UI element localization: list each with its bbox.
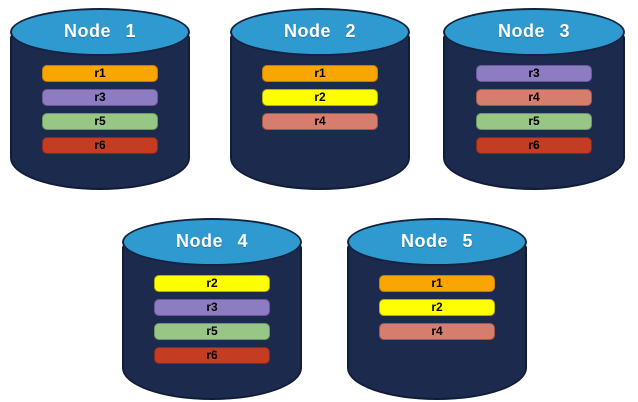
replica-bar: r6	[154, 347, 270, 364]
replica-bar: r5	[154, 323, 270, 340]
cylinder-top: Node 1	[10, 8, 190, 56]
replica-bar: r4	[475, 89, 593, 106]
node-cylinder: Node 1 r1 r3 r5 r6	[10, 8, 190, 192]
replica-list: r1 r2 r4	[379, 275, 495, 340]
cylinder-top: Node 4	[122, 218, 302, 266]
replica-bar: r1	[262, 65, 378, 82]
replica-bar: r3	[154, 299, 270, 316]
node-title: Node 2	[283, 20, 356, 41]
replica-bar: r2	[379, 299, 495, 316]
replica-list: r2 r3 r5 r6	[154, 275, 270, 364]
node-title: Node 3	[497, 20, 570, 41]
cylinder-top: Node 5	[347, 218, 527, 266]
cylinder-body	[230, 34, 410, 190]
cylinder-top: Node 3	[443, 8, 625, 56]
node-cylinder: Node 2 r1 r2 r4	[230, 8, 410, 192]
replica-bar: r4	[379, 323, 495, 340]
replica-bar: r1	[42, 65, 158, 82]
node-title: Node 1	[63, 20, 136, 41]
replica-list: r1 r2 r4	[262, 65, 378, 130]
cylinder-body	[443, 34, 625, 190]
replica-bar: r4	[262, 113, 378, 130]
replica-bar: r5	[475, 113, 593, 130]
cylinder-body	[347, 244, 527, 400]
cylinder-body	[122, 244, 302, 400]
node-cylinder: Node 3 r3 r4 r5 r6	[443, 8, 625, 192]
replica-bar: r5	[42, 113, 158, 130]
cylinder-top: Node 2	[230, 8, 410, 56]
replica-bar: r1	[379, 275, 495, 292]
replica-bar: r6	[42, 137, 158, 154]
node-title: Node 4	[175, 230, 248, 251]
replica-bar: r2	[262, 89, 378, 106]
node-title: Node 5	[400, 230, 473, 251]
replica-list: r1 r3 r5 r6	[42, 65, 158, 154]
node-cylinder: Node 4 r2 r3 r5 r6	[122, 218, 302, 402]
replica-bar: r2	[154, 275, 270, 292]
replica-bar: r3	[42, 89, 158, 106]
replica-bar: r6	[475, 137, 593, 154]
replica-bar: r3	[475, 65, 593, 82]
replica-list: r3 r4 r5 r6	[475, 65, 593, 154]
node-cylinder: Node 5 r1 r2 r4	[347, 218, 527, 402]
